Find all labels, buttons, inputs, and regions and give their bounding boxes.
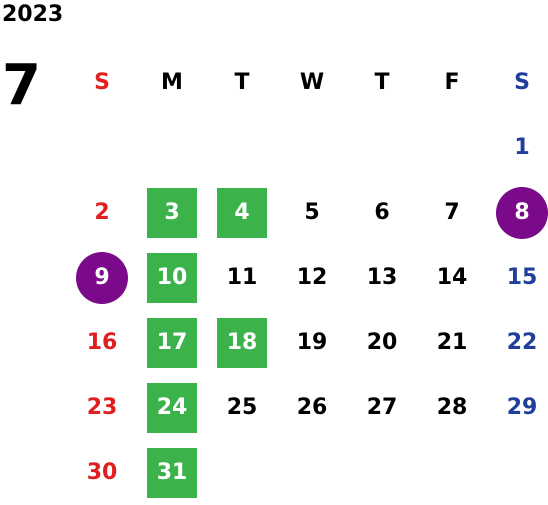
day-number: 30: [86, 460, 118, 485]
day-cell[interactable]: 2: [67, 180, 137, 245]
day-number: 15: [506, 265, 538, 290]
empty-cell: [347, 115, 417, 180]
day-cell[interactable]: 23: [67, 375, 137, 440]
empty-cell: [67, 115, 137, 180]
day-number: 5: [304, 200, 320, 225]
day-cell[interactable]: 19: [277, 310, 347, 375]
day-cell[interactable]: 16: [67, 310, 137, 375]
day-number: 20: [366, 330, 398, 355]
day-number: 27: [366, 395, 398, 420]
day-number: 13: [366, 265, 398, 290]
year-label: 2023: [2, 2, 64, 27]
day-cell[interactable]: 29: [487, 375, 548, 440]
day-cell[interactable]: 18: [207, 310, 277, 375]
highlight-square: 3: [147, 187, 197, 238]
highlight-square: 17: [147, 317, 197, 368]
highlight-square: 10: [147, 252, 197, 303]
day-number: 22: [506, 330, 538, 355]
day-cell[interactable]: 1: [487, 115, 548, 180]
day-cell[interactable]: 6: [347, 180, 417, 245]
day-cell[interactable]: 3: [137, 180, 207, 245]
day-cell[interactable]: 24: [137, 375, 207, 440]
day-number: 23: [86, 395, 118, 420]
weekday-header-sun: S: [94, 70, 110, 95]
day-number: 2: [94, 200, 110, 225]
empty-cell: [137, 115, 207, 180]
day-number: 19: [296, 330, 328, 355]
day-cell[interactable]: 10: [137, 245, 207, 310]
highlight-square: 24: [147, 382, 197, 433]
empty-cell: [277, 115, 347, 180]
day-number: 6: [374, 200, 390, 225]
day-cell[interactable]: 31: [137, 440, 207, 505]
day-number: 25: [226, 395, 258, 420]
highlight-square: 4: [217, 187, 267, 238]
weekday-header-mon: M: [161, 70, 183, 95]
day-cell[interactable]: 15: [487, 245, 548, 310]
day-cell[interactable]: 11: [207, 245, 277, 310]
day-cell[interactable]: 9: [67, 245, 137, 310]
day-number: 21: [436, 330, 468, 355]
weekday-header-wed: W: [299, 70, 325, 95]
empty-cell: [417, 115, 487, 180]
day-number: 28: [436, 395, 468, 420]
day-number: 11: [226, 265, 258, 290]
day-number: 14: [436, 265, 468, 290]
day-cell[interactable]: 5: [277, 180, 347, 245]
day-cell[interactable]: 26: [277, 375, 347, 440]
day-number: 26: [296, 395, 328, 420]
highlight-circle: 9: [76, 251, 128, 304]
day-number: 12: [296, 265, 328, 290]
highlight-square: 31: [147, 447, 197, 498]
day-cell[interactable]: 4: [207, 180, 277, 245]
day-cell[interactable]: 30: [67, 440, 137, 505]
day-cell[interactable]: 20: [347, 310, 417, 375]
month-label: 7: [2, 53, 41, 118]
day-number: 16: [86, 330, 118, 355]
day-cell[interactable]: 7: [417, 180, 487, 245]
weekday-header-fri: F: [444, 70, 460, 95]
day-cell[interactable]: 25: [207, 375, 277, 440]
highlight-square: 18: [217, 317, 267, 368]
weekday-header-tue: T: [234, 70, 250, 95]
weekday-header-sat: S: [514, 70, 530, 95]
day-cell[interactable]: 17: [137, 310, 207, 375]
day-number: 7: [444, 200, 460, 225]
day-number: 29: [506, 395, 538, 420]
day-cell[interactable]: 8: [487, 180, 548, 245]
day-cell[interactable]: 22: [487, 310, 548, 375]
day-cell[interactable]: 27: [347, 375, 417, 440]
day-cell[interactable]: 14: [417, 245, 487, 310]
day-number: 1: [514, 135, 530, 160]
weekday-header-thu: T: [374, 70, 390, 95]
day-cell[interactable]: 28: [417, 375, 487, 440]
highlight-circle: 8: [496, 186, 548, 239]
empty-cell: [207, 115, 277, 180]
day-cell[interactable]: 12: [277, 245, 347, 310]
day-cell[interactable]: 21: [417, 310, 487, 375]
day-cell[interactable]: 13: [347, 245, 417, 310]
